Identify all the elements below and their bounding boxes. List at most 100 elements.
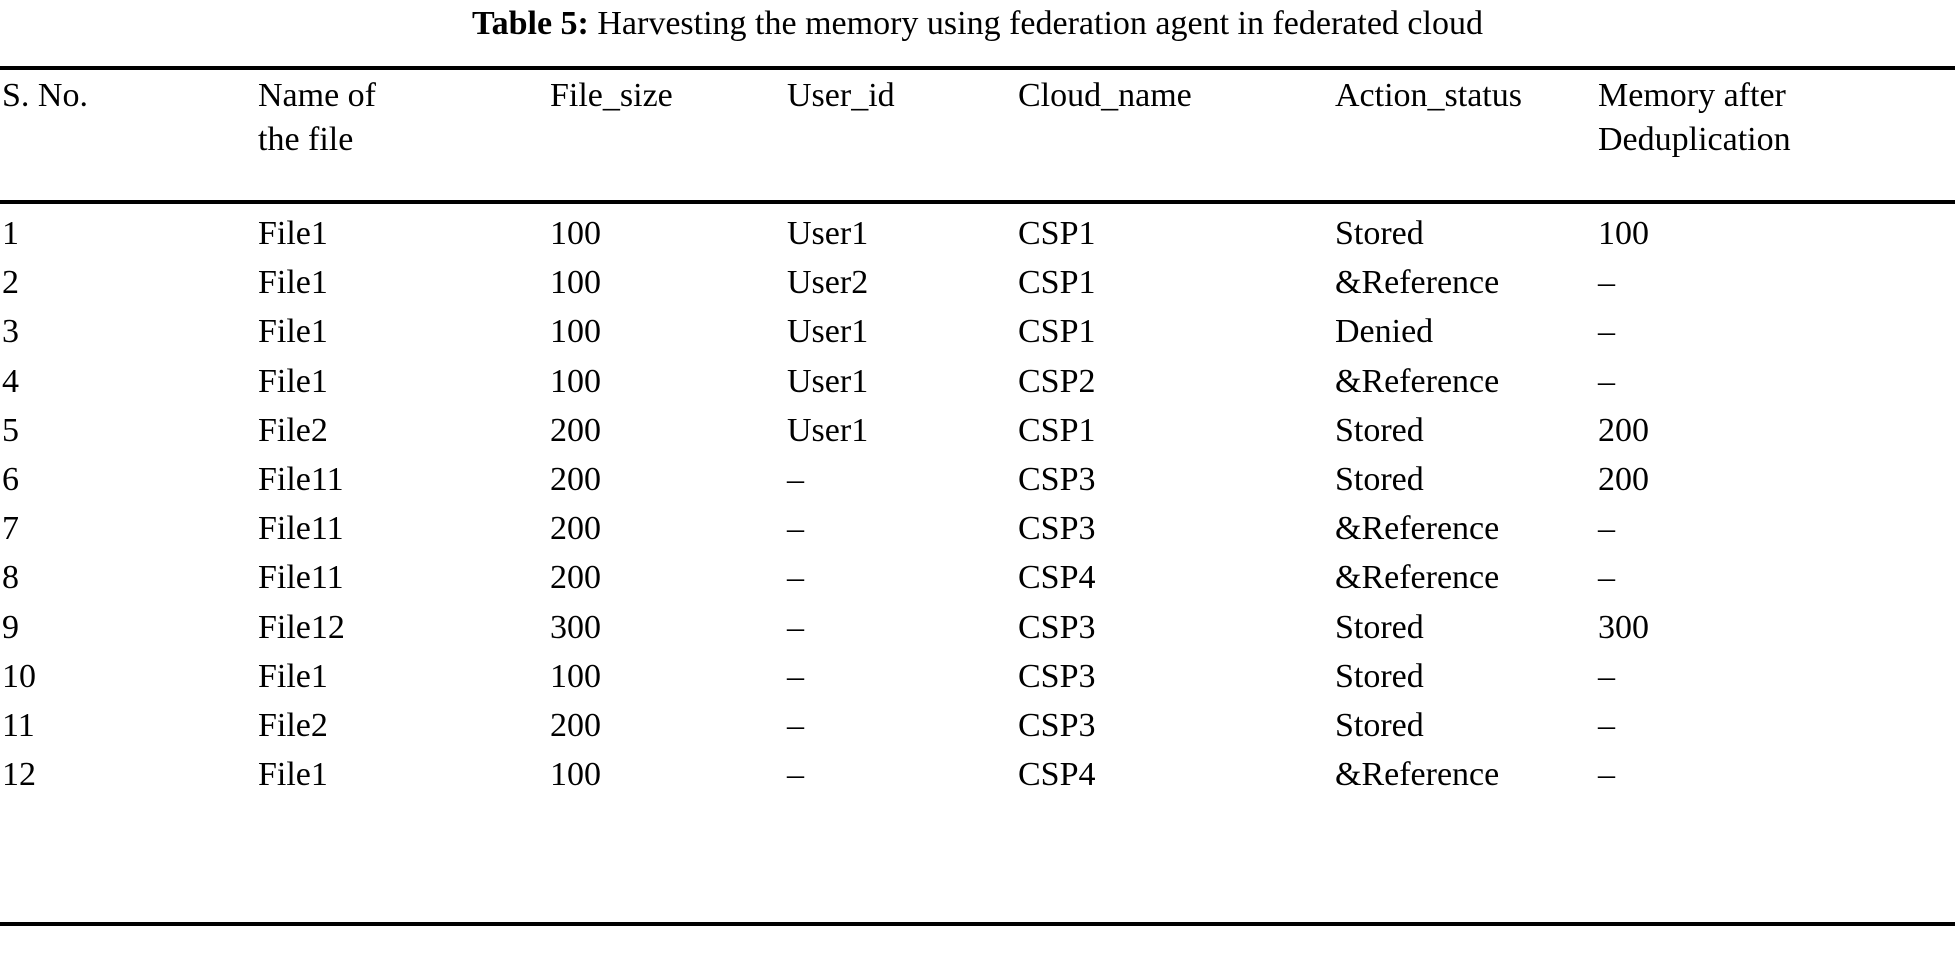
cell-status: Stored <box>1335 411 1424 449</box>
cell-status: Stored <box>1335 657 1424 695</box>
cell-userid: – <box>787 707 804 744</box>
cell-name: File11 <box>258 510 344 548</box>
cell-status: &Reference <box>1335 756 1500 794</box>
cell-size: 100 <box>550 756 601 794</box>
cell-userid: – <box>787 510 804 548</box>
table-header-rule <box>0 200 1955 204</box>
column-header-name-line2: the file <box>258 121 354 158</box>
column-header-memory-line2: Deduplication <box>1598 121 1791 158</box>
cell-name: File2 <box>258 707 328 744</box>
cell-name: File12 <box>258 608 345 646</box>
column-header-userid: User_id <box>787 77 895 114</box>
column-header-memory-line1: Memory after <box>1598 77 1786 114</box>
cell-size: 100 <box>550 362 601 400</box>
cell-sno: 4 <box>2 362 19 400</box>
cell-sno: 11 <box>2 707 35 744</box>
cell-size: 200 <box>550 559 601 597</box>
cell-userid: – <box>787 461 804 498</box>
cell-name: File2 <box>258 411 328 449</box>
cell-memory: – <box>1598 510 1615 548</box>
cell-name: File11 <box>258 461 344 498</box>
cell-userid: – <box>787 657 804 695</box>
cell-status: Stored <box>1335 707 1424 744</box>
cell-memory: – <box>1598 657 1615 695</box>
table-caption-label: Table 5: <box>472 5 589 42</box>
cell-userid: User1 <box>787 362 869 400</box>
cell-name: File1 <box>258 313 328 351</box>
cell-name: File11 <box>258 559 344 597</box>
cell-size: 200 <box>550 510 601 548</box>
cell-sno: 3 <box>2 313 19 351</box>
cell-status: &Reference <box>1335 362 1500 400</box>
cell-sno: 5 <box>2 411 19 449</box>
cell-userid: User1 <box>787 313 869 351</box>
table-row: 1 File1 100 User1 CSP1 Stored 100 <box>0 212 1955 262</box>
cell-status: Stored <box>1335 215 1424 252</box>
cell-status: &Reference <box>1335 559 1500 597</box>
cell-size: 100 <box>550 657 601 695</box>
cell-status: Stored <box>1335 608 1424 646</box>
cell-memory: – <box>1598 756 1615 794</box>
cell-name: File1 <box>258 362 328 400</box>
column-header-name-line1: Name of <box>258 77 377 114</box>
cell-cloud: CSP3 <box>1018 608 1096 646</box>
cell-sno: 9 <box>2 608 19 646</box>
cell-name: File1 <box>258 215 328 252</box>
cell-cloud: CSP1 <box>1018 264 1096 302</box>
column-header-status: Action_status <box>1335 77 1522 114</box>
cell-userid: – <box>787 756 804 794</box>
cell-memory: – <box>1598 264 1615 302</box>
cell-size: 200 <box>550 707 601 744</box>
cell-cloud: CSP4 <box>1018 559 1096 597</box>
cell-size: 200 <box>550 461 601 498</box>
cell-cloud: CSP1 <box>1018 411 1096 449</box>
cell-size: 300 <box>550 608 601 646</box>
cell-sno: 7 <box>2 510 19 548</box>
cell-userid: – <box>787 608 804 646</box>
cell-sno: 12 <box>2 756 36 794</box>
cell-size: 100 <box>550 215 601 252</box>
cell-size: 100 <box>550 264 601 302</box>
table-caption: Table 5: Harvesting the memory using fed… <box>0 4 1955 44</box>
cell-memory: – <box>1598 559 1615 597</box>
cell-userid: User1 <box>787 411 869 449</box>
cell-sno: 1 <box>2 215 19 252</box>
cell-cloud: CSP1 <box>1018 215 1096 252</box>
cell-sno: 10 <box>2 657 36 695</box>
cell-sno: 6 <box>2 461 19 498</box>
cell-status: &Reference <box>1335 510 1500 548</box>
cell-cloud: CSP3 <box>1018 510 1096 548</box>
cell-memory: – <box>1598 362 1615 400</box>
column-header-name: Name of the file <box>258 74 543 162</box>
cell-status: Denied <box>1335 313 1434 351</box>
cell-userid: User2 <box>787 264 869 302</box>
cell-userid: User1 <box>787 215 869 252</box>
cell-name: File1 <box>258 264 328 302</box>
column-header-sno: S. No. <box>2 77 88 114</box>
cell-status: Stored <box>1335 461 1424 498</box>
column-header-size: File_size <box>550 77 673 114</box>
cell-name: File1 <box>258 657 328 695</box>
cell-cloud: CSP2 <box>1018 362 1096 400</box>
cell-userid: – <box>787 559 804 597</box>
cell-memory: – <box>1598 313 1615 351</box>
table-caption-text: Harvesting the memory using federation a… <box>597 5 1483 42</box>
cell-sno: 8 <box>2 559 19 597</box>
cell-cloud: CSP3 <box>1018 707 1096 744</box>
cell-cloud: CSP3 <box>1018 461 1096 498</box>
table-row: 4 File1 100 User1 CSP2&Reference – <box>0 360 1955 410</box>
table-row: 8 File11 200 – CSP4&Reference – <box>0 556 1955 606</box>
cell-cloud: CSP1 <box>1018 313 1096 351</box>
cell-memory: 100 <box>1598 215 1649 252</box>
cell-sno: 2 <box>2 264 19 302</box>
